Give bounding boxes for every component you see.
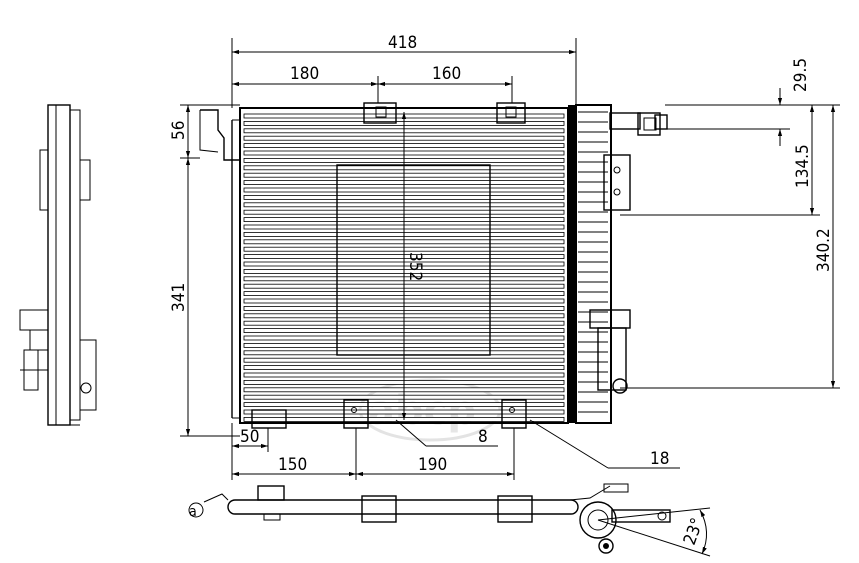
- callout-18: 18: [650, 449, 669, 469]
- left-top-bracket: [200, 109, 240, 161]
- drain-plug: [612, 378, 628, 394]
- pipe-fitting: [579, 501, 617, 539]
- top-bracket-left: [363, 102, 397, 124]
- left-side-view: [19, 104, 97, 426]
- dim-340-2: 340.2: [814, 228, 834, 272]
- marker-a: a: [189, 504, 197, 520]
- top-bracket-right: [496, 102, 526, 124]
- dim-341: 341: [169, 283, 189, 312]
- dim-190: 190: [418, 455, 447, 475]
- dim-418: 418: [388, 33, 417, 53]
- bottom-view: a 23°: [188, 483, 711, 557]
- dim-50: 50: [240, 427, 259, 447]
- right-tank-seal: [568, 105, 576, 423]
- dim-56: 56: [169, 121, 189, 140]
- bottom-header: [227, 499, 579, 515]
- dimension-lines: 418 180 160 352 56 341 29.5 134.5 340.2: [169, 33, 840, 480]
- bottom-bracket-left: [251, 409, 287, 429]
- dim-180: 180: [290, 64, 319, 84]
- dim-29-5: 29.5: [791, 58, 811, 92]
- center-window: [336, 164, 491, 356]
- dim-352: 352: [405, 252, 425, 281]
- mount-plate-upper: [603, 154, 631, 211]
- dim-160: 160: [432, 64, 461, 84]
- right-tank: [575, 104, 612, 424]
- dim-134-5: 134.5: [793, 144, 813, 188]
- inlet-pipe: [609, 112, 641, 130]
- dim-150: 150: [278, 455, 307, 475]
- callout-8: 8: [478, 427, 488, 447]
- dim-angle: 23°: [680, 515, 708, 547]
